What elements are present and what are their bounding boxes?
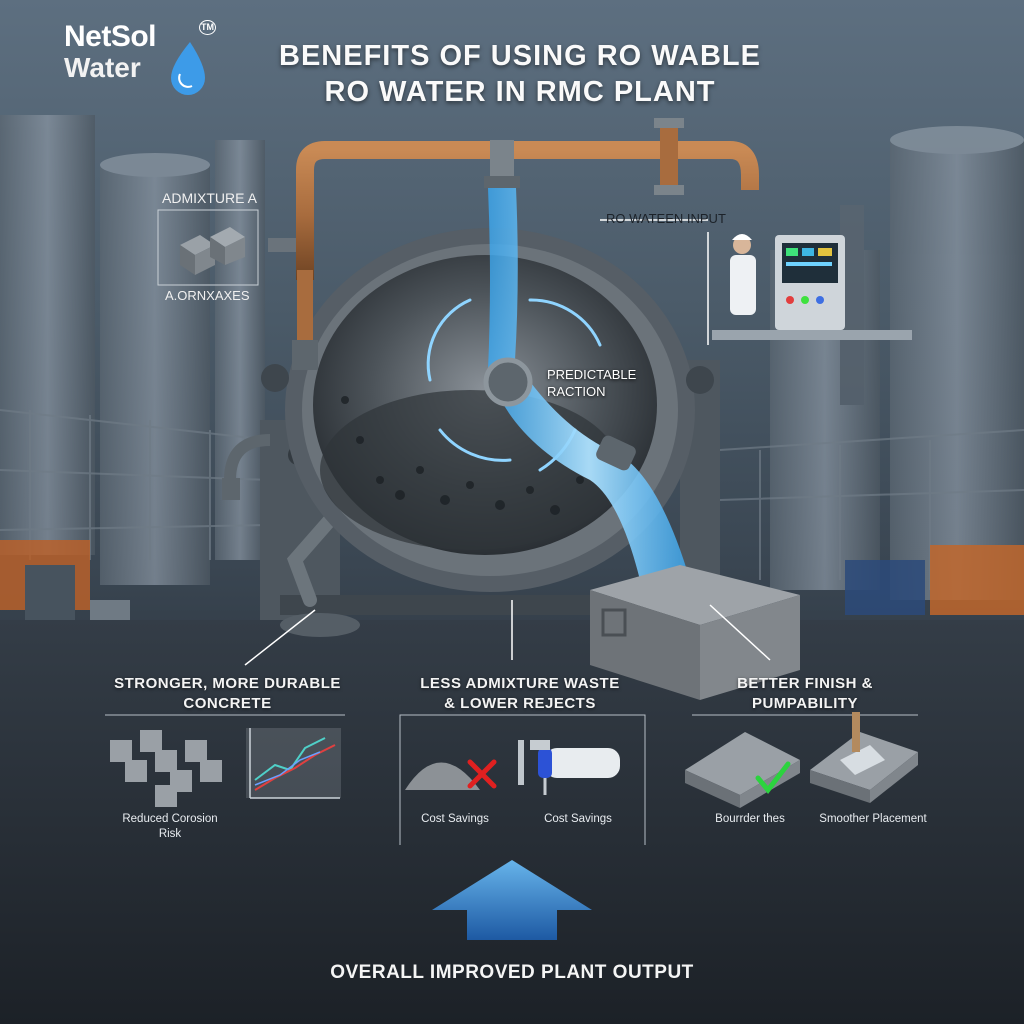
cross-icon [467, 759, 497, 789]
caption-cost-savings-2: Cost Savings [544, 813, 612, 825]
trademark: TM [199, 20, 216, 35]
section-heading-line1: BETTER FINISH & [737, 675, 873, 692]
section-heading-line2: & LOWER REJECTS [444, 695, 596, 712]
copper-pipe [292, 118, 759, 370]
section-durable-heading: STRONGER, MORE DURABLE CONCRETE [100, 674, 355, 714]
section-heading-line1: LESS ADMIXTURE WASTE [420, 675, 620, 692]
logo-line2: Water [64, 52, 141, 83]
background-equipment [0, 540, 1024, 645]
overall-output-label: OVERALL IMPROVED PLANT OUTPUT [330, 962, 694, 983]
floor [0, 620, 1024, 1024]
logo-line1: NetSol [64, 20, 157, 53]
brand-logo: NetSol Water TM [64, 20, 216, 83]
caption-placement: Smoother Placement [819, 813, 927, 825]
caption-corrosion: Reduced Corosion Risk [122, 813, 218, 840]
title-line2: RO WATER IN RMC PLANT [324, 76, 716, 108]
admixture-diagram [157, 209, 308, 286]
strength-chart-icon [246, 728, 341, 799]
water-stream [483, 188, 690, 580]
reaction-line1: PREDICTABLE [547, 367, 637, 382]
water-filter-icon [518, 740, 620, 795]
section-heading-line2: CONCRETE [183, 695, 272, 712]
reaction-label: PREDICTABLE RACTION [547, 366, 667, 400]
concrete-block [590, 565, 800, 700]
caption-border: Bourrder thes [715, 813, 785, 825]
section-finish-heading: BETTER FINISH & PUMPABILITY [700, 674, 910, 714]
title-line1: BENEFITS OF USING RO WABLE [279, 40, 761, 72]
checkmark-icon [755, 761, 791, 794]
up-arrow-icon [432, 860, 592, 940]
section-heading-line2: PUMPABILITY [751, 695, 859, 712]
admixture-sublabel: A.ORNXAXES [165, 288, 250, 303]
pointer-lines [244, 219, 771, 666]
caption-cost-savings-1: Cost Savings [421, 813, 489, 825]
trowel-slab-icon [810, 712, 918, 803]
section-heading-line1: STRONGER, MORE DURABLE [114, 675, 341, 692]
concrete-blocks-icon [110, 730, 222, 807]
water-drop-icon [171, 42, 205, 95]
control-station [712, 234, 912, 340]
ro-input-label: RO WATEEN INPUT [606, 211, 726, 226]
section-waste-heading: LESS ADMIXTURE WASTE & LOWER REJECTS [395, 674, 645, 714]
sand-pile-icon [405, 762, 480, 790]
section-frames [105, 714, 918, 845]
admixture-label: ADMIXTURE A [162, 190, 257, 206]
page-title: BENEFITS OF USING RO WABLE RO WATER IN R… [200, 38, 840, 110]
reaction-line2: RACTION [547, 384, 606, 399]
aggregate-texture [341, 396, 604, 515]
